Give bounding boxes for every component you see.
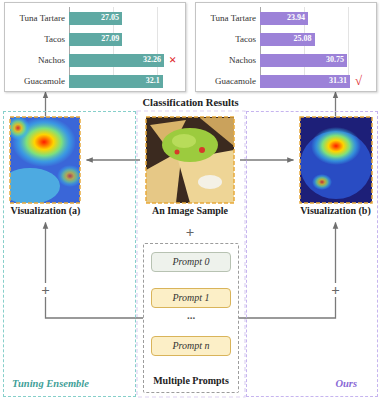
photo-ground bbox=[146, 117, 234, 203]
image-caption: An Image Sample bbox=[140, 205, 240, 217]
prompt-box: Prompt 1 bbox=[151, 288, 231, 308]
heat-spot bbox=[57, 165, 80, 187]
category-label: Nachos bbox=[5, 54, 65, 66]
score-value: 30.75 bbox=[260, 55, 344, 65]
heatmap-ground bbox=[300, 117, 372, 203]
image-frame bbox=[146, 117, 234, 203]
input-image: An Image Sample bbox=[140, 117, 240, 223]
flow-arrow bbox=[335, 92, 336, 117]
image-frame bbox=[300, 117, 372, 203]
guacamole bbox=[162, 128, 218, 162]
result-mark: × bbox=[169, 52, 176, 68]
tomato bbox=[175, 150, 180, 155]
flow-arrow bbox=[87, 159, 141, 160]
heatmap-b bbox=[300, 117, 372, 203]
category-label: Tuna Tartare bbox=[196, 12, 256, 24]
prompt-text: Prompt 0 bbox=[152, 253, 230, 271]
score-value: 25.08 bbox=[260, 34, 312, 44]
heat-spot bbox=[10, 168, 60, 203]
guacamole-highlight bbox=[172, 134, 196, 148]
food-photo bbox=[146, 117, 234, 203]
flow-arrow bbox=[239, 223, 336, 319]
image-caption: Visualization (a) bbox=[5, 205, 87, 217]
center-frame bbox=[137, 111, 245, 397]
prompt-box: Prompt n bbox=[151, 336, 231, 356]
category-label: Tacos bbox=[196, 33, 256, 45]
bar-chart-panel: Tuna Tartare 23.94Tacos 25.08Nachos 30.75Gu… bbox=[195, 2, 377, 92]
image-caption: Visualization (b) bbox=[294, 205, 378, 217]
flow-arrow bbox=[46, 223, 144, 319]
score-value: 32.26 bbox=[69, 55, 161, 65]
category-label: Nachos bbox=[196, 54, 256, 66]
section-title: Classification Results bbox=[143, 97, 239, 109]
ellipsis: ... bbox=[187, 309, 195, 321]
heatmap-a bbox=[10, 117, 80, 203]
image-frame bbox=[10, 117, 80, 203]
category-label: Guacamole bbox=[5, 75, 65, 87]
heat-spot bbox=[10, 117, 30, 140]
plus-sign: + bbox=[330, 283, 341, 297]
result-mark: √ bbox=[355, 73, 362, 89]
score-value: 27.09 bbox=[69, 34, 119, 44]
score-value: 31.31 bbox=[260, 76, 347, 86]
flow-arrow bbox=[240, 159, 294, 160]
plus-sign: + bbox=[40, 283, 51, 297]
group-title: Multiple Prompts bbox=[144, 375, 238, 387]
bar-chart-panel: Tuna Tartare 27.05Tacos 27.09Nachos 32.26Gu… bbox=[4, 2, 186, 92]
score-value: 23.94 bbox=[260, 13, 305, 23]
prompt-text: Prompt n bbox=[152, 337, 230, 355]
prompt-text: Prompt 1 bbox=[152, 289, 230, 307]
plus-sign: + bbox=[186, 224, 195, 241]
heat-spot bbox=[311, 127, 361, 165]
score-value: 27.05 bbox=[69, 13, 119, 23]
category-label: Tuna Tartare bbox=[5, 12, 65, 24]
region-title: Tuning Ensemble bbox=[12, 378, 89, 391]
flow-arrow bbox=[45, 92, 46, 117]
category-label: Tacos bbox=[5, 33, 65, 45]
prompt-box: Prompt 0 bbox=[151, 252, 231, 272]
method-region: Visualization (b) Ours bbox=[246, 111, 378, 397]
tomato bbox=[199, 147, 205, 153]
score-value: 32.1 bbox=[69, 76, 160, 86]
region-title: Ours bbox=[335, 378, 357, 391]
method-region: Visualization (a) Tuning Ensemble bbox=[3, 111, 136, 397]
sour-cream bbox=[198, 175, 222, 189]
visualization-image: Visualization (a) bbox=[5, 117, 87, 223]
visualization-image: Visualization (b) bbox=[294, 117, 378, 223]
heat-spot bbox=[312, 174, 332, 190]
category-label: Guacamole bbox=[196, 75, 256, 87]
